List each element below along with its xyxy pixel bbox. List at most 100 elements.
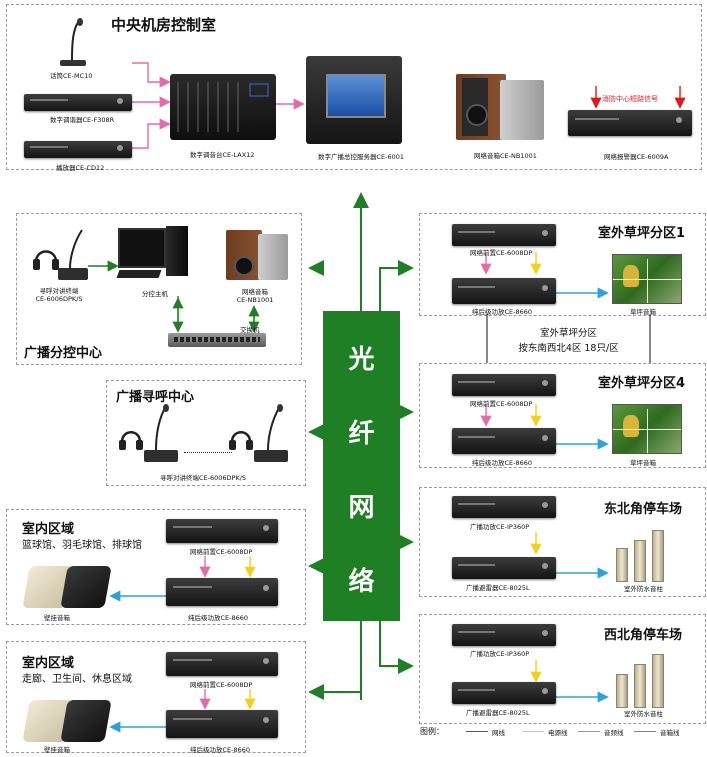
lawn4-preamp-label: 网络前置CE-6008DP — [470, 400, 533, 408]
paging-terminal-label: 寻呼对讲终端CE-6006DPK/S — [160, 474, 247, 482]
sound-column-icon-3 — [652, 530, 664, 582]
cd-player-device — [24, 141, 132, 158]
indoor1-speaker-label: 壁挂音箱 — [44, 614, 70, 622]
indoor2-preamp-device — [166, 652, 278, 676]
branch-center-title: 广播分控中心 — [24, 346, 103, 361]
paging-center-zone — [106, 380, 306, 486]
network-speaker-label: 网络音箱CE-NB1001 — [474, 152, 537, 160]
branch-intercom-label: 寻呼对讲终端 CE-6006DPK/S — [35, 287, 83, 303]
ne-amp-label: 广播功放CE-IP360P — [470, 523, 530, 531]
paging-station-icon-2 — [250, 404, 292, 464]
cd-player-label: 播放器CE-CD12 — [56, 164, 105, 172]
legend-title: 图例： — [420, 727, 444, 736]
legend-label-network: 网线 — [492, 729, 505, 737]
lawn4-amp-label: 纯后级功放CE-8660 — [472, 459, 533, 467]
indoor2-amp-device — [166, 710, 278, 738]
paging-station-icon — [56, 228, 90, 282]
nw-amp-label: 广播功放CE-IP360P — [470, 650, 530, 658]
microphone-icon — [58, 18, 88, 68]
mixer-label: 数字调音台CE-LAX12 — [190, 151, 255, 159]
branch-speaker-icon-2 — [258, 234, 288, 280]
lawn1-speaker-label: 草坪音箱 — [630, 308, 656, 316]
indoor1-title: 室内区域 — [22, 522, 75, 537]
headset-icon — [32, 244, 60, 274]
lawn-speaker-photo-2 — [612, 404, 682, 454]
branch-speaker-label: 网络音箱 CE-NB1001 — [236, 288, 274, 304]
keyboard-icon — [116, 270, 162, 278]
network-speaker-icon — [456, 74, 506, 140]
indoor2-amp-label: 纯后级功放CE-8660 — [190, 746, 251, 754]
legend: 图例： 网线 电源线 音频线 音箱线 — [420, 726, 704, 744]
nw-speaker-label: 室外防水音柱 — [624, 710, 663, 718]
wall-speaker-icon-dark — [60, 566, 112, 608]
paging-headset-icon-2 — [228, 426, 254, 454]
paging-station-icon-1 — [140, 404, 182, 464]
ne-alarm-label: 广播避雷器CE-8025L — [466, 584, 530, 592]
legend-label-speaker: 音箱线 — [660, 729, 680, 737]
pc-monitor-icon — [118, 228, 166, 268]
sound-column-icon-2 — [634, 540, 646, 582]
branch-host-label: 分控主机 — [142, 290, 168, 298]
indoor1-preamp-device — [166, 519, 278, 543]
server-device — [306, 56, 402, 144]
indoor2-speaker-label: 壁挂音箱 — [44, 746, 70, 754]
nw-amp-device — [452, 624, 556, 646]
legend-swatch-network — [466, 731, 488, 732]
lawn1-amp-label: 纯后级功放CE-8660 — [472, 308, 533, 316]
ne-speaker-label: 室外防水音柱 — [624, 585, 663, 593]
lawn4-preamp-device — [452, 374, 556, 396]
lawn4-title: 室外草坪分区4 — [598, 376, 686, 391]
lawn1-preamp-device — [452, 224, 556, 246]
wall-speaker-icon-dark-2 — [60, 700, 112, 742]
legend-label-audio: 音频线 — [604, 729, 624, 737]
lawn1-amp-device — [452, 278, 556, 304]
fire-signal-text: 消防中心短路信号 — [602, 95, 658, 103]
indoor2-title: 室内区域 — [22, 656, 75, 671]
nw-parking-title: 西北角停车场 — [604, 628, 683, 643]
mixer-device — [170, 74, 276, 140]
switch-device — [168, 333, 266, 347]
branch-speaker-icon — [226, 230, 262, 280]
pc-tower-icon — [166, 226, 188, 276]
indoor2-subtitle: 走廊、卫生间、休息区域 — [22, 674, 132, 685]
sound-column-icon-4 — [616, 674, 628, 708]
fiber-network-block: 光 纤 网 络 — [323, 311, 400, 621]
tuner-device — [24, 94, 132, 111]
server-label: 数字广播总控服务器CE-6001 — [318, 153, 405, 161]
sound-column-icon-1 — [616, 548, 628, 582]
sound-column-icon-6 — [652, 654, 664, 708]
indoor1-preamp-label: 网络前置CE-6008DP — [190, 548, 253, 556]
legend-swatch-audio — [578, 731, 600, 732]
legend-swatch-power — [522, 731, 544, 732]
alarm-device — [568, 110, 692, 136]
fiber-char-3: 网 — [348, 493, 375, 523]
sound-column-icon-5 — [634, 664, 646, 708]
mic-label: 话筒CE-MC10 — [50, 72, 93, 80]
indoor1-amp-device — [166, 578, 278, 606]
lawn1-title: 室外草坪分区1 — [598, 226, 686, 241]
lawn4-amp-device — [452, 428, 556, 454]
fiber-char-4: 络 — [348, 567, 375, 597]
nw-alarm-device — [452, 682, 556, 704]
paging-dotted-link — [184, 452, 232, 453]
indoor1-subtitle: 篮球馆、羽毛球馆、排球馆 — [22, 540, 142, 551]
indoor2-preamp-label: 网络前置CE-6008DP — [190, 681, 253, 689]
nw-alarm-label: 广播避雷器CE-8025L — [466, 709, 530, 717]
legend-swatch-speaker — [634, 731, 656, 732]
lawn-note-line1: 室外草坪分区 — [539, 328, 597, 339]
legend-label-power: 电源线 — [548, 729, 568, 737]
paging-center-title: 广播寻呼中心 — [116, 390, 195, 405]
alarm-label: 网络报警器CE-6009A — [604, 153, 669, 161]
ne-parking-title: 东北角停车场 — [604, 502, 683, 517]
lawn1-preamp-label: 网络前置CE-6008DP — [470, 249, 533, 257]
network-speaker-icon-2 — [500, 80, 544, 140]
control-room-title: 中央机房控制室 — [111, 16, 217, 34]
lawn-speaker-photo — [612, 254, 682, 304]
paging-headset-icon-1 — [118, 426, 144, 454]
switch-label: 交换机 — [240, 326, 260, 334]
ne-amp-device — [452, 496, 556, 518]
lawn-note-line2: 按东南西北4区 18只/区 — [518, 343, 619, 354]
lawn4-speaker-label: 草坪音箱 — [630, 459, 656, 467]
tuner-label: 数字调谐器CE-F308R — [50, 116, 115, 124]
